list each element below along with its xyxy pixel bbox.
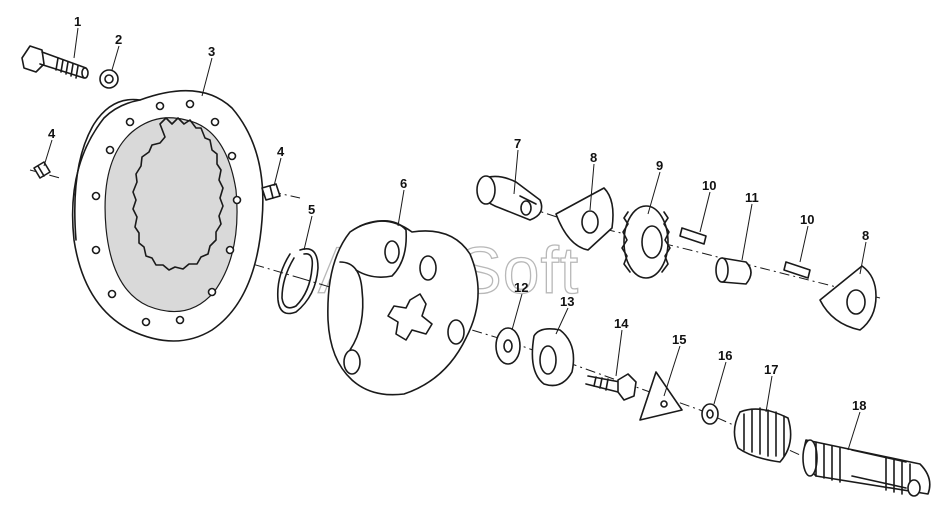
callout-5: 5 <box>308 202 315 217</box>
callout-11: 11 <box>745 190 759 205</box>
part-4-pin-left <box>33 161 51 179</box>
callout-3: 3 <box>208 44 215 59</box>
callout-12: 12 <box>514 280 528 295</box>
callout-8-upper: 8 <box>590 150 597 165</box>
part-11-bushing <box>715 257 752 285</box>
part-12-washer <box>495 327 521 365</box>
part-6-planet-carrier <box>327 220 479 396</box>
callout-17: 17 <box>764 362 778 377</box>
callout-16: 16 <box>718 348 732 363</box>
part-10-pin-upper <box>679 227 707 245</box>
callout-15: 15 <box>672 332 686 347</box>
callout-6: 6 <box>400 176 407 191</box>
callout-1: 1 <box>74 14 81 29</box>
callout-2: 2 <box>115 32 122 47</box>
callout-9: 9 <box>656 158 663 173</box>
callout-18: 18 <box>852 398 866 413</box>
callout-13: 13 <box>560 294 574 309</box>
part-7-pinion-shaft <box>476 175 543 221</box>
part-10-pin-lower <box>783 261 811 279</box>
callout-7: 7 <box>514 136 521 151</box>
part-8-thrust-plate-lower <box>819 265 877 331</box>
part-14-bolt <box>585 373 637 401</box>
part-15-lock-plate <box>639 371 683 421</box>
callout-leader-lines <box>43 27 867 451</box>
callout-10-lower: 10 <box>800 212 814 227</box>
callout-14: 14 <box>614 316 629 331</box>
callout-8-lower: 8 <box>862 228 869 243</box>
part-9-pinion-gear <box>621 205 671 279</box>
part-8-thrust-plate-upper <box>555 187 614 251</box>
part-16-bushing <box>701 403 719 425</box>
callout-4-center: 4 <box>277 144 285 159</box>
part-1-bolt <box>21 45 89 79</box>
part-13-thrust-washer <box>531 328 575 387</box>
callout-labels: 1 2 3 4 4 5 6 7 8 9 10 11 10 8 12 13 14 … <box>48 14 869 413</box>
part-2-washer <box>99 69 119 89</box>
callout-4-left: 4 <box>48 126 56 141</box>
part-3-ring-gear <box>71 89 264 342</box>
part-4-pin-center <box>261 183 281 201</box>
part-18-splined-shaft <box>802 439 931 497</box>
part-17-sun-gear <box>733 407 792 463</box>
part-5-snap-ring <box>276 248 319 315</box>
callout-10-upper: 10 <box>702 178 716 193</box>
